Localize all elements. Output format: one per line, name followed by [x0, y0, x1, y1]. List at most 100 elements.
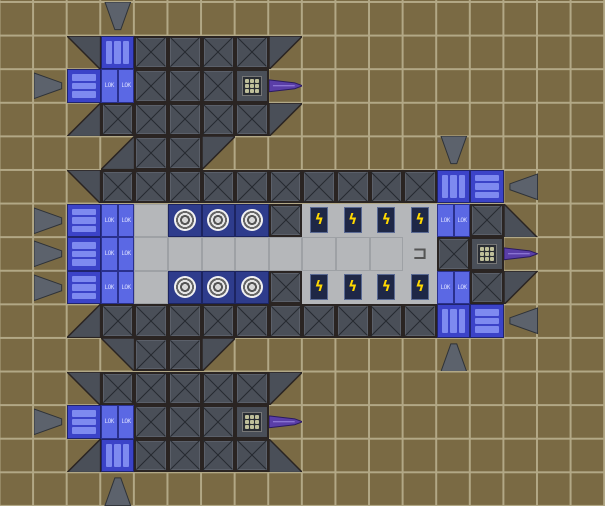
- hull-slope-block[interactable]: [100, 136, 135, 170]
- hull-block[interactable]: [168, 405, 202, 439]
- lock-icon[interactable]: LOK: [100, 69, 118, 103]
- hull-block[interactable]: [268, 304, 303, 338]
- lock-icon[interactable]: LOK: [436, 270, 454, 305]
- hull-block[interactable]: [168, 337, 202, 372]
- hull-block[interactable]: [134, 371, 168, 406]
- hull-block[interactable]: [302, 169, 336, 204]
- gyroscope-icon[interactable]: [168, 270, 202, 305]
- gyroscope-icon[interactable]: [235, 270, 269, 305]
- thruster-icon[interactable]: [470, 169, 504, 204]
- hull-block[interactable]: [403, 304, 437, 338]
- hull-block[interactable]: [201, 35, 236, 70]
- floor-block[interactable]: [168, 237, 202, 271]
- hull-block[interactable]: [336, 304, 370, 338]
- gyroscope-icon[interactable]: [168, 203, 202, 238]
- gyroscope-icon[interactable]: [201, 270, 236, 305]
- hull-block[interactable]: [134, 438, 168, 473]
- thruster-icon[interactable]: [67, 405, 101, 439]
- floor-block[interactable]: [302, 237, 336, 271]
- hull-block[interactable]: [201, 405, 236, 439]
- hull-block[interactable]: [168, 69, 202, 103]
- floor-block[interactable]: [134, 270, 168, 305]
- thruster-icon[interactable]: [67, 270, 101, 305]
- hull-block[interactable]: [134, 69, 168, 103]
- hull-block[interactable]: [134, 405, 168, 439]
- hull-block[interactable]: [168, 169, 202, 204]
- floor-block[interactable]: [268, 237, 303, 271]
- hull-block[interactable]: [235, 438, 269, 473]
- hull-block[interactable]: [168, 371, 202, 406]
- floor-block[interactable]: [369, 237, 404, 271]
- hull-slope-block[interactable]: [201, 136, 236, 170]
- thruster-icon[interactable]: [67, 69, 101, 103]
- hull-block[interactable]: [369, 169, 404, 204]
- hull-block[interactable]: [201, 371, 236, 406]
- gyroscope-icon[interactable]: [201, 203, 236, 238]
- lock-icon[interactable]: LOK: [100, 270, 118, 305]
- battery-icon[interactable]: ϟ: [336, 203, 370, 238]
- hull-block[interactable]: [470, 203, 504, 238]
- hull-block[interactable]: [336, 169, 370, 204]
- hull-block[interactable]: [470, 270, 504, 305]
- cockpit-icon[interactable]: [235, 69, 269, 103]
- lock-icon[interactable]: LOK: [453, 270, 471, 305]
- hull-block[interactable]: [100, 102, 135, 137]
- hull-block[interactable]: [168, 438, 202, 473]
- hull-block[interactable]: [100, 371, 135, 406]
- hull-block[interactable]: [168, 304, 202, 338]
- hull-block[interactable]: [268, 203, 303, 238]
- hull-block[interactable]: [168, 35, 202, 70]
- hull-slope-block[interactable]: [268, 35, 303, 70]
- lock-icon[interactable]: LOK: [117, 203, 135, 238]
- hull-block[interactable]: [201, 169, 236, 204]
- hull-block[interactable]: [201, 438, 236, 473]
- hull-slope-block[interactable]: [504, 203, 538, 238]
- hull-block[interactable]: [168, 136, 202, 170]
- thruster-icon[interactable]: [436, 304, 471, 338]
- thruster-icon[interactable]: [67, 203, 101, 238]
- hull-slope-block[interactable]: [100, 337, 135, 372]
- battery-icon[interactable]: ϟ: [369, 203, 404, 238]
- lock-icon[interactable]: LOK: [117, 237, 135, 271]
- lock-icon[interactable]: LOK: [100, 237, 118, 271]
- hull-slope-block[interactable]: [67, 35, 101, 70]
- battery-icon[interactable]: ϟ: [403, 203, 437, 238]
- hull-block[interactable]: [235, 35, 269, 70]
- hull-block[interactable]: [134, 304, 168, 338]
- floor-block[interactable]: [336, 237, 370, 271]
- hull-slope-block[interactable]: [268, 102, 303, 137]
- hull-block[interactable]: [201, 102, 236, 137]
- hull-block[interactable]: [235, 371, 269, 406]
- thruster-icon[interactable]: [470, 304, 504, 338]
- hull-block[interactable]: [100, 169, 135, 204]
- hull-block[interactable]: [403, 169, 437, 204]
- hull-block[interactable]: [268, 169, 303, 204]
- hull-block[interactable]: [436, 237, 471, 271]
- lock-icon[interactable]: LOK: [453, 203, 471, 238]
- lock-icon[interactable]: LOK: [117, 405, 135, 439]
- battery-icon[interactable]: ϟ: [403, 270, 437, 305]
- hull-block[interactable]: [134, 102, 168, 137]
- door-icon[interactable]: ⊐: [403, 237, 437, 271]
- cockpit-icon[interactable]: [235, 405, 269, 439]
- hull-block[interactable]: [134, 35, 168, 70]
- thruster-icon[interactable]: [100, 35, 135, 70]
- hull-slope-block[interactable]: [67, 102, 101, 137]
- thruster-icon[interactable]: [67, 237, 101, 271]
- thruster-icon[interactable]: [436, 169, 471, 204]
- floor-block[interactable]: [134, 237, 168, 271]
- battery-icon[interactable]: ϟ: [302, 270, 336, 305]
- hull-block[interactable]: [235, 304, 269, 338]
- battery-icon[interactable]: ϟ: [369, 270, 404, 305]
- floor-block[interactable]: [201, 237, 236, 271]
- floor-block[interactable]: [134, 203, 168, 238]
- hull-block[interactable]: [100, 304, 135, 338]
- cockpit-icon[interactable]: [470, 237, 504, 271]
- hull-block[interactable]: [201, 304, 236, 338]
- hull-slope-block[interactable]: [201, 337, 236, 372]
- lock-icon[interactable]: LOK: [436, 203, 454, 238]
- hull-block[interactable]: [134, 169, 168, 204]
- hull-slope-block[interactable]: [504, 270, 538, 305]
- hull-block[interactable]: [134, 136, 168, 170]
